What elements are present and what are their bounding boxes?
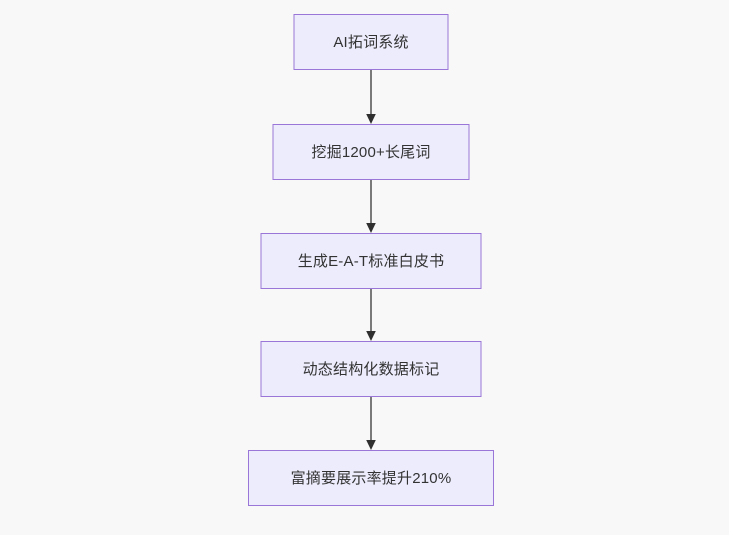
flowchart-node-rich-snippet-rate-increase[interactable]: 富摘要展示率提升210%: [248, 450, 494, 506]
arrow-connector-icon: [366, 397, 376, 450]
flowchart-node-mine-longtail-keywords[interactable]: 挖掘1200+长尾词: [272, 124, 470, 180]
arrow-connector-icon: [366, 180, 376, 233]
node-label: 动态结构化数据标记: [302, 360, 440, 378]
arrow-connector-icon: [366, 70, 376, 124]
arrow-connector-icon: [366, 289, 376, 341]
flowchart-node-generate-eat-whitepaper[interactable]: 生成E-A-T标准白皮书: [260, 233, 482, 289]
node-label: AI拓词系统: [333, 33, 409, 51]
edge-n4-n5: [364, 397, 378, 450]
edge-n2-n3: [364, 180, 378, 233]
edge-n3-n4: [364, 289, 378, 341]
edge-n1-n2: [364, 70, 378, 124]
node-label: 生成E-A-T标准白皮书: [297, 252, 445, 270]
node-label: 富摘要展示率提升210%: [290, 469, 452, 487]
flowchart-node-dynamic-structured-data-markup[interactable]: 动态结构化数据标记: [260, 341, 482, 397]
flowchart-node-ai-keyword-system[interactable]: AI拓词系统: [293, 14, 449, 70]
node-label: 挖掘1200+长尾词: [311, 143, 431, 161]
